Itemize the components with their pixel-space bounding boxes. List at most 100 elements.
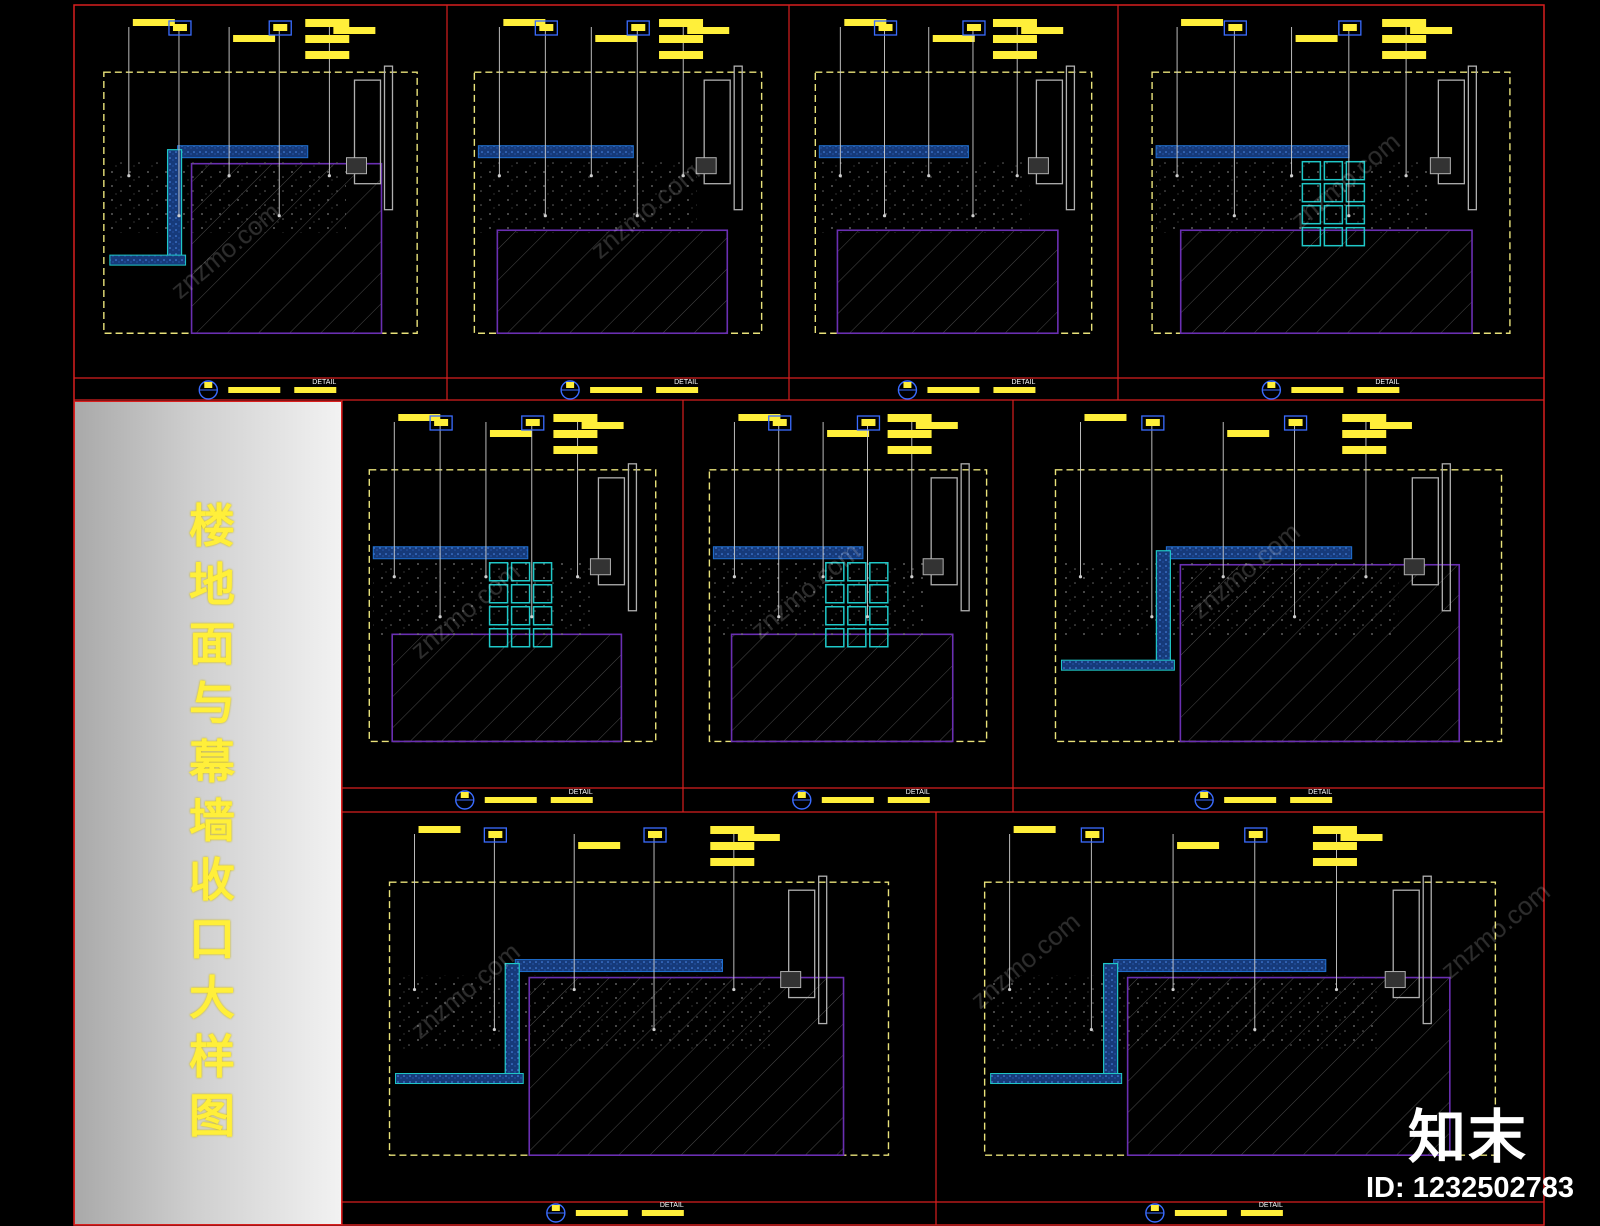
floor-finish xyxy=(372,546,529,560)
label-bar xyxy=(553,446,598,454)
detail-number-fill xyxy=(551,1205,560,1211)
steel-frame-box xyxy=(488,628,509,648)
bracket xyxy=(1384,971,1406,989)
wall-cladding xyxy=(1103,962,1119,1080)
steel-frame-box xyxy=(510,606,531,626)
callout-tag-fill xyxy=(1248,831,1263,838)
label-bar xyxy=(1084,414,1127,421)
label-bar xyxy=(581,422,624,429)
steel-frame-box xyxy=(847,562,867,582)
leader-dot xyxy=(1150,615,1154,619)
detail-title-bar xyxy=(484,797,537,803)
detail-title-bar xyxy=(821,797,874,803)
bracket xyxy=(1429,157,1451,175)
label-bar xyxy=(1295,35,1338,42)
callout-tag xyxy=(1141,415,1165,431)
concrete-slab xyxy=(496,229,729,335)
label-bar xyxy=(553,430,598,438)
callout-tag-fill xyxy=(539,24,554,31)
label-bar xyxy=(1177,842,1220,849)
label-bar xyxy=(233,35,276,42)
label-bar xyxy=(553,414,598,422)
label-bar xyxy=(503,19,546,26)
label-bar xyxy=(578,842,621,849)
label-bar xyxy=(1013,826,1056,833)
detail-title-bar xyxy=(1291,387,1344,393)
steel-frame-box xyxy=(488,606,509,626)
steel-frame-box xyxy=(1345,204,1366,225)
leader-dot xyxy=(732,987,736,992)
title-panel xyxy=(74,401,342,1225)
leader-dot xyxy=(589,174,593,178)
concrete-slab xyxy=(391,633,623,743)
curtain-wall-glass xyxy=(627,463,638,612)
callout-tag xyxy=(1283,415,1308,431)
detail-panel: DETAIL xyxy=(1054,414,1503,810)
label-bar xyxy=(305,35,350,43)
concrete-slab xyxy=(730,633,954,743)
callout-tag xyxy=(429,415,453,431)
label-bar xyxy=(1382,51,1427,59)
screed-layer xyxy=(478,161,697,233)
steel-frame-box xyxy=(1323,204,1344,225)
detail-boundary xyxy=(368,469,657,743)
detail-title-bar xyxy=(1174,1210,1227,1216)
detail-number-fill xyxy=(1200,792,1209,798)
callout-tag-fill xyxy=(648,831,663,838)
callout-tag-fill xyxy=(1228,24,1243,31)
leader-dot xyxy=(927,174,931,178)
label-bar xyxy=(887,414,932,422)
bracket xyxy=(345,157,367,175)
lower-finish xyxy=(109,254,187,266)
curtain-wall-glass xyxy=(960,463,970,612)
steel-frame-box xyxy=(1301,226,1322,247)
steel-frame-box xyxy=(847,606,867,626)
label-bar xyxy=(659,35,704,43)
leader-dot xyxy=(576,575,580,579)
leader-dot xyxy=(681,174,685,178)
label-bar xyxy=(333,27,376,34)
curtain-wall-profile xyxy=(1392,889,1420,999)
steel-frame-box xyxy=(1323,182,1344,203)
detail-scale-bar xyxy=(656,387,699,393)
callout-tag xyxy=(521,415,545,431)
bracket xyxy=(1027,157,1049,175)
curtain-wall-profile xyxy=(930,477,958,586)
detail-title-bar xyxy=(927,387,980,393)
steel-frame-box xyxy=(1345,226,1366,247)
detail-tag-text: DETAIL xyxy=(660,1202,684,1209)
leader-dot xyxy=(543,214,547,218)
leader-dot xyxy=(1334,987,1339,992)
curtain-wall-profile xyxy=(597,477,626,586)
concrete-slab xyxy=(1179,229,1473,335)
label-bar xyxy=(595,35,638,42)
detail-number-fill xyxy=(204,382,213,388)
detail-scale-bar xyxy=(641,1210,684,1216)
label-bar xyxy=(887,430,932,438)
label-bar xyxy=(932,35,975,42)
label-bar xyxy=(1382,19,1427,27)
label-bar xyxy=(738,414,781,421)
callout-tag xyxy=(962,20,986,36)
callout-tag xyxy=(1244,827,1268,843)
detail-tag-text: DETAIL xyxy=(906,789,930,796)
label-bar xyxy=(398,414,441,421)
leader-dot xyxy=(1347,214,1351,218)
sheet-title: 楼地面与幕墙收口大样图 xyxy=(189,499,235,1143)
leader-dot xyxy=(227,174,231,178)
bracket xyxy=(589,558,611,576)
curtain-wall-glass xyxy=(1441,463,1451,612)
label-bar xyxy=(710,826,755,834)
leader-dot xyxy=(1289,174,1294,178)
leader-dot xyxy=(635,214,639,218)
label-bar xyxy=(687,27,730,34)
steel-frame-box xyxy=(532,606,553,626)
detail-tag-text: DETAIL xyxy=(569,789,593,796)
steel-frame-box xyxy=(1301,160,1322,181)
screed-layer xyxy=(713,562,925,637)
steel-frame-box xyxy=(532,584,553,604)
detail-panel: DETAIL xyxy=(368,414,657,810)
steel-frame-box xyxy=(488,584,509,604)
label-bar xyxy=(737,834,780,841)
detail-number-fill xyxy=(797,792,806,798)
